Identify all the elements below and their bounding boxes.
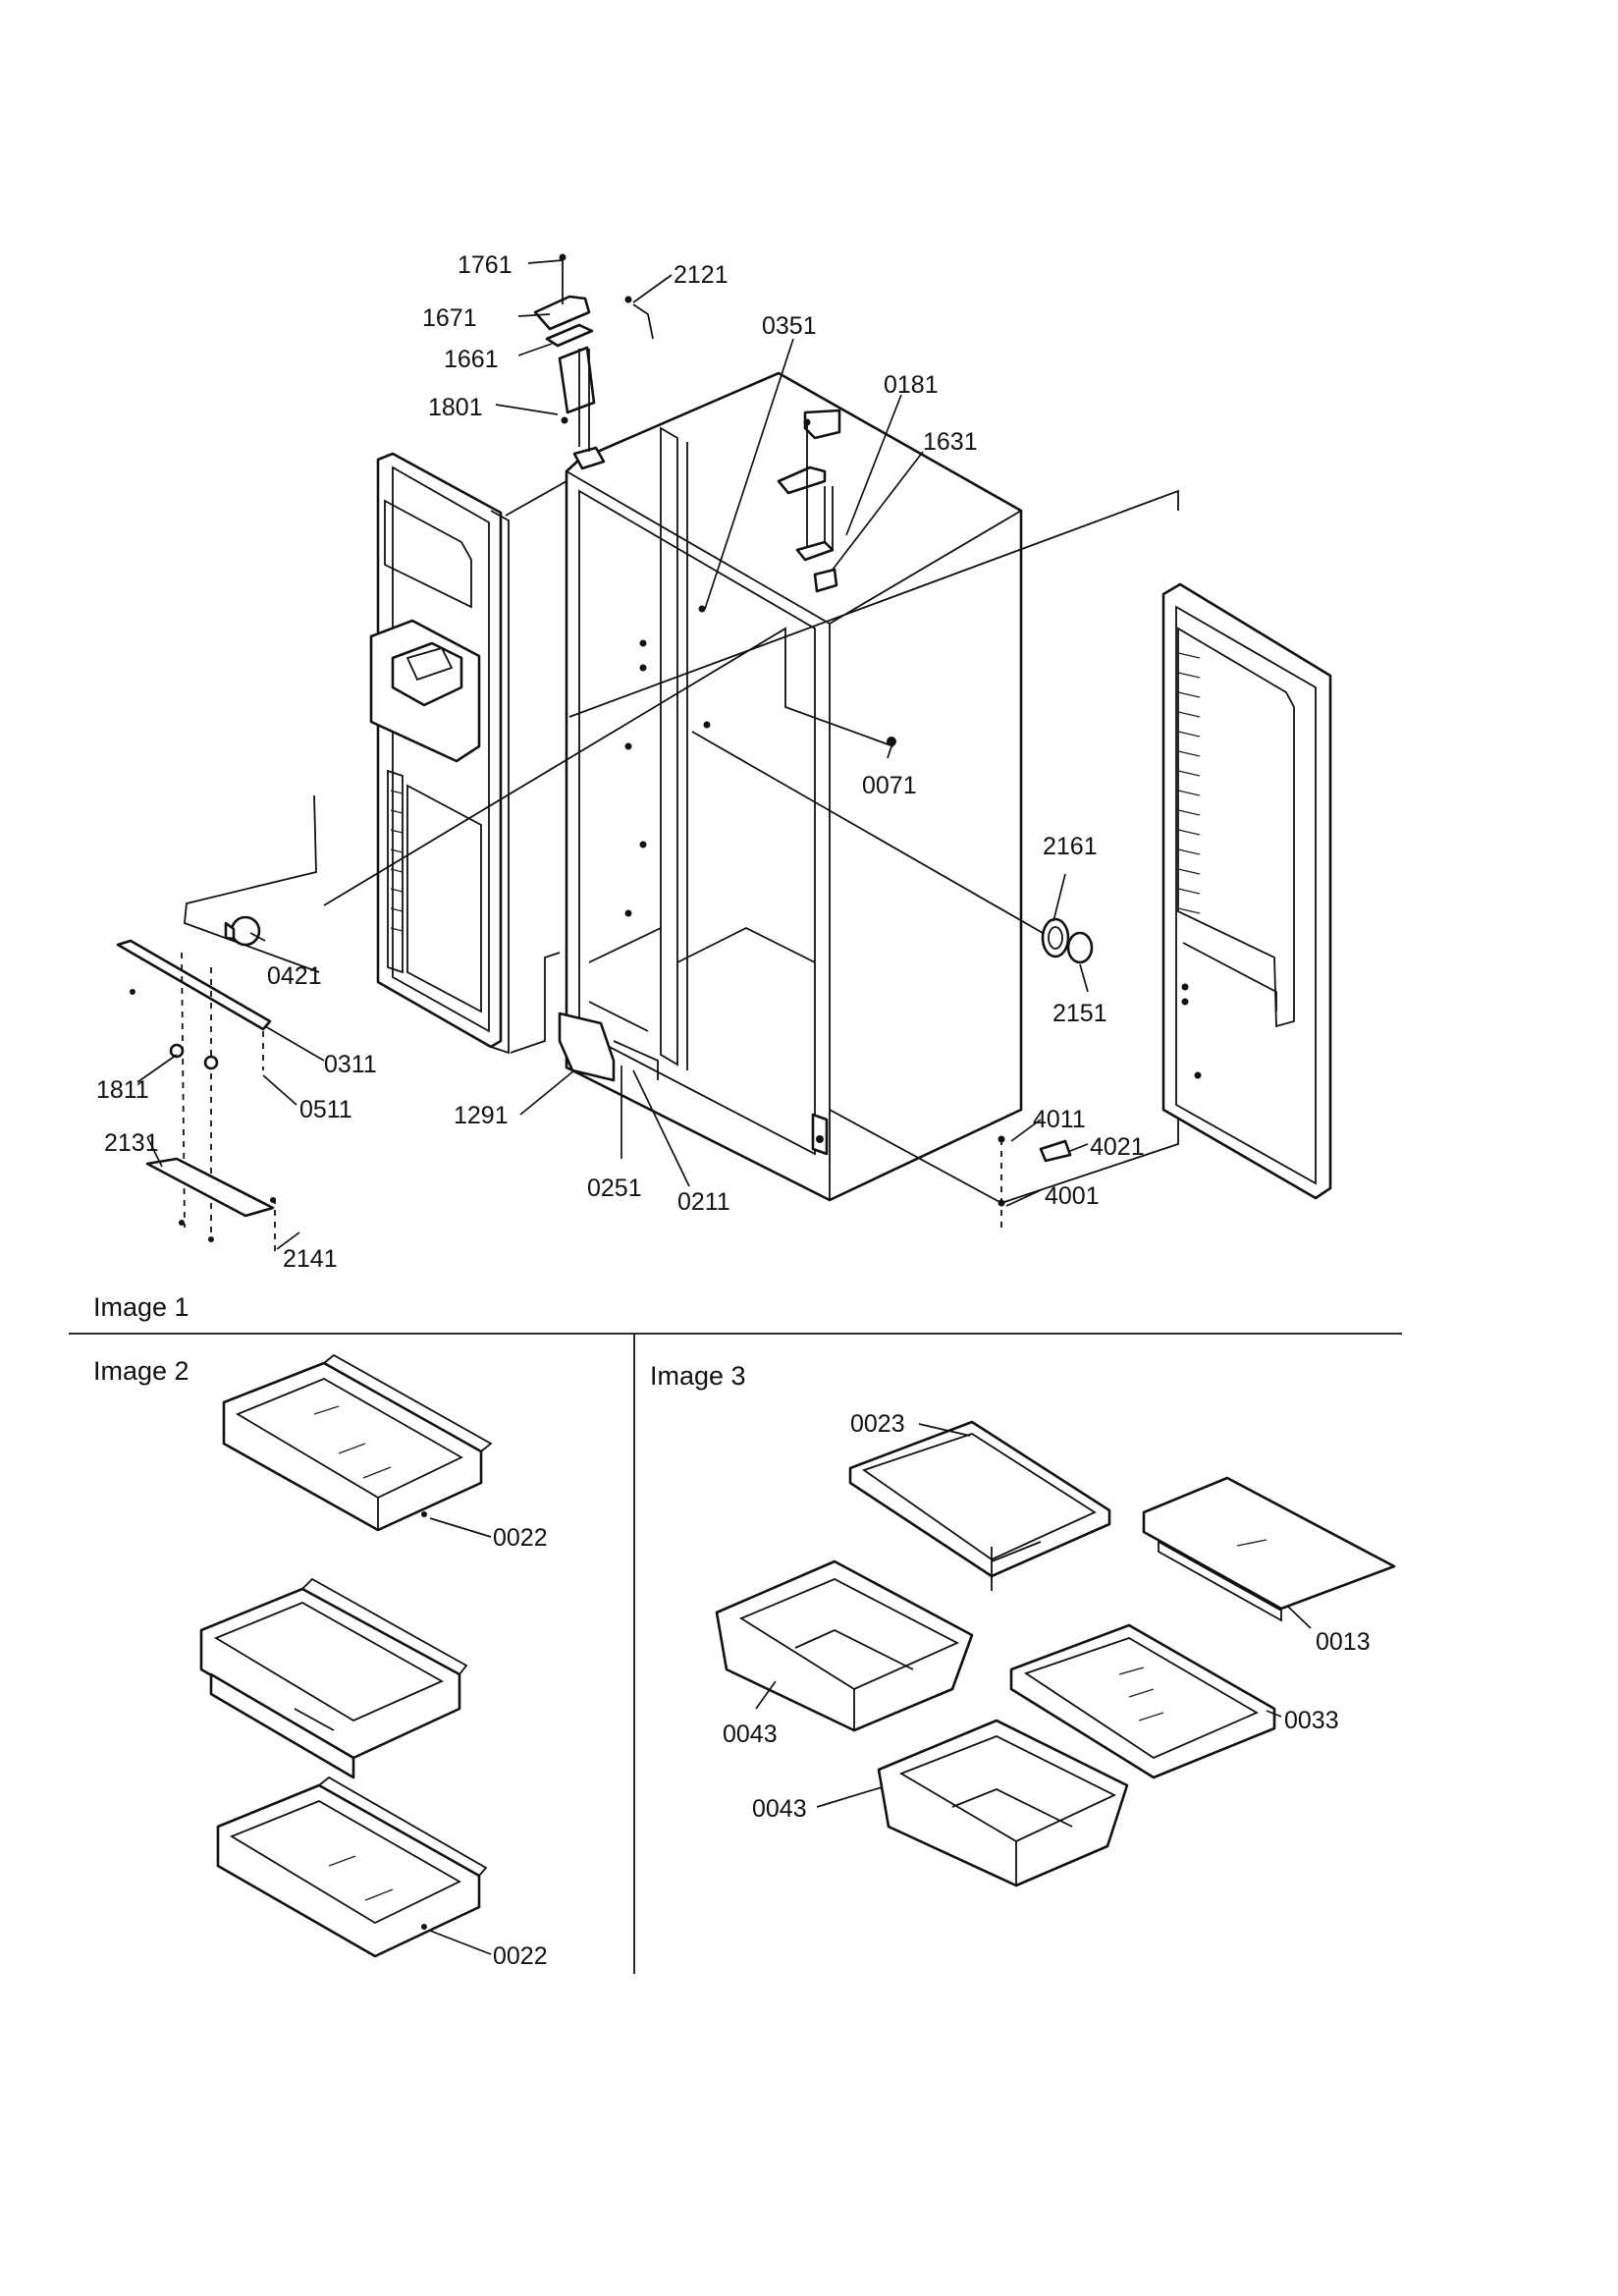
right-top-hinge-assembly [777, 418, 838, 593]
caption-image-2: Image 2 [93, 1356, 189, 1386]
label-1661: 1661 [444, 346, 499, 373]
crisper-cover-frame-lower [1009, 1623, 1276, 1779]
label-0311: 0311 [324, 1051, 377, 1078]
label-0043-lower: 0043 [752, 1795, 807, 1823]
label-0181: 0181 [884, 371, 939, 399]
freezer-door [369, 452, 510, 1055]
label-2121: 2121 [674, 261, 728, 289]
image1-leader-lines [136, 259, 1089, 1250]
label-0211: 0211 [677, 1188, 730, 1216]
label-0071: 0071 [862, 772, 917, 799]
caption-image-1: Image 1 [93, 1292, 189, 1322]
image2-illustration: Image 2 0022 0022 [93, 1353, 548, 1970]
label-0043-upper: 0043 [723, 1721, 778, 1748]
glass-shelf-bottom [216, 1776, 488, 1958]
crisper-cover-frame [848, 1420, 1111, 1591]
label-1761: 1761 [458, 251, 512, 279]
damper-assembly [691, 731, 1094, 964]
label-1801: 1801 [428, 394, 483, 421]
crisper-drawer-upper [715, 1559, 974, 1732]
assembly-guide-lines [323, 480, 1179, 1228]
label-0022-bottom: 0022 [493, 1942, 548, 1970]
caption-image-3: Image 3 [650, 1361, 746, 1391]
label-0023: 0023 [850, 1410, 905, 1438]
label-2151: 2151 [1052, 1000, 1107, 1027]
label-1291: 1291 [454, 1102, 509, 1129]
label-0351: 0351 [762, 312, 817, 340]
crisper-glass-cover [1142, 1476, 1396, 1622]
shelf-with-drawer [199, 1577, 468, 1779]
image1-illustration: 1761 1671 1661 1801 2121 0351 0181 1631 … [93, 251, 1332, 1322]
label-4011: 4011 [1033, 1106, 1086, 1133]
label-0251: 0251 [587, 1175, 642, 1202]
panel-dividers [69, 1333, 1402, 1974]
label-0421: 0421 [267, 962, 322, 990]
label-1671: 1671 [422, 304, 477, 332]
label-0013: 0013 [1316, 1628, 1371, 1656]
light-assembly [116, 794, 320, 1252]
label-4001: 4001 [1045, 1182, 1100, 1210]
glass-shelf-top [222, 1353, 493, 1532]
image3-illustration: Image 3 [650, 1361, 1396, 1887]
label-1811: 1811 [96, 1076, 149, 1104]
label-0511: 0511 [299, 1096, 352, 1123]
refrigerator-cabinet [558, 371, 1023, 1202]
image1-part-labels: 1761 1671 1661 1801 2121 0351 0181 1631 … [96, 251, 1145, 1273]
label-2161: 2161 [1043, 833, 1098, 860]
label-2131: 2131 [104, 1129, 159, 1157]
label-2141: 2141 [283, 1245, 338, 1273]
label-4021: 4021 [1090, 1133, 1145, 1161]
label-0033: 0033 [1284, 1707, 1339, 1734]
fresh-food-door [1161, 582, 1332, 1200]
label-0022-top: 0022 [493, 1524, 548, 1552]
left-top-hinge-assembly [533, 253, 654, 452]
crisper-drawer-lower [877, 1719, 1129, 1887]
label-1631: 1631 [923, 428, 978, 456]
